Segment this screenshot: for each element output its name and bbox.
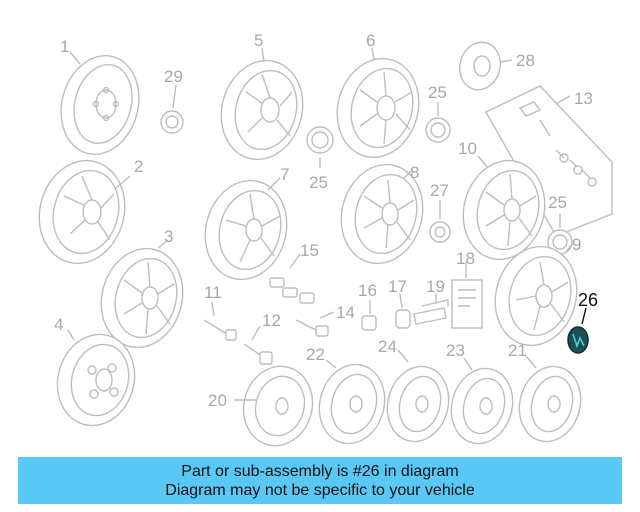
part-28-sensor-disc [459,41,501,91]
part-25-badge [306,126,334,154]
callout-22: 22 [306,345,325,364]
part-3-alloy-wheel [100,247,184,349]
part-7-alloy-wheel [204,179,288,281]
part-21-hubcap [518,365,582,443]
part-23-hubcap [450,367,514,445]
callout-19: 19 [426,277,445,296]
callout-2: 2 [134,157,143,176]
callout-6: 6 [366,31,375,50]
part-11-bolt [203,319,237,341]
callout-24: 24 [378,337,397,356]
part-14-bolt [295,319,329,337]
caption-line-1: Part or sub-assembly is #26 in diagram [181,462,459,480]
part-1-steel-wheel [60,55,140,155]
part-25-badge-c [547,229,573,255]
callout-8: 8 [410,163,419,182]
callout-1: 1 [60,37,69,56]
callout-3: 3 [164,227,173,246]
part-2-alloy-wheel [38,159,126,265]
callout-28: 28 [516,51,535,70]
part-24-hubcap [386,365,450,443]
part-29-center-cap [160,110,184,134]
wheel-parts-diagram: 1 29 5 25 6 25 28 [38,31,613,447]
callout-17: 17 [388,277,407,296]
part-5-alloy-wheel [220,59,304,161]
callout-14: 14 [336,303,355,322]
part-8-alloy-wheel [340,163,424,265]
callout-10: 10 [458,139,477,158]
part-12-valve [243,343,273,365]
callout-13: 13 [574,89,593,108]
callout-25-a: 25 [309,173,328,192]
callout-18: 18 [456,249,475,268]
callout-12: 12 [262,311,281,330]
part-25-badge-b [425,117,451,143]
callout-11: 11 [204,283,222,302]
callout-4: 4 [54,315,63,334]
callout-15: 15 [300,241,319,260]
callout-29: 29 [164,67,183,86]
part-19-weights [413,299,449,325]
callout-20: 20 [208,391,227,410]
callout-27: 27 [430,181,449,200]
callout-25-b: 25 [428,83,447,102]
part-16-nut [361,315,377,331]
callout-21: 21 [508,341,527,360]
callout-5: 5 [254,31,263,50]
callout-25-c: 25 [548,193,567,212]
part-18-label [451,279,483,329]
callout-7: 7 [280,165,289,184]
callout-9: 9 [572,235,581,254]
callout-26: 26 [578,290,598,310]
part-17-lock [395,309,411,329]
part-10-alloy-wheel [462,159,546,261]
part-20-hubcap [242,365,314,447]
part-22-hubcap [318,363,386,445]
part-26-emblem [567,326,589,354]
part-6-alloy-wheel [336,57,420,159]
callout-23: 23 [446,341,465,360]
part-9-alloy-wheel [494,245,578,347]
callout-16: 16 [358,281,377,300]
part-27-cap [429,221,451,243]
diagram-caption-banner: Part or sub-assembly is #26 in diagram D… [18,457,622,504]
part-15-wheel-bolts [269,277,315,304]
part-4-steel-wheel [56,333,136,427]
caption-line-2: Diagram may not be specific to your vehi… [165,481,475,499]
